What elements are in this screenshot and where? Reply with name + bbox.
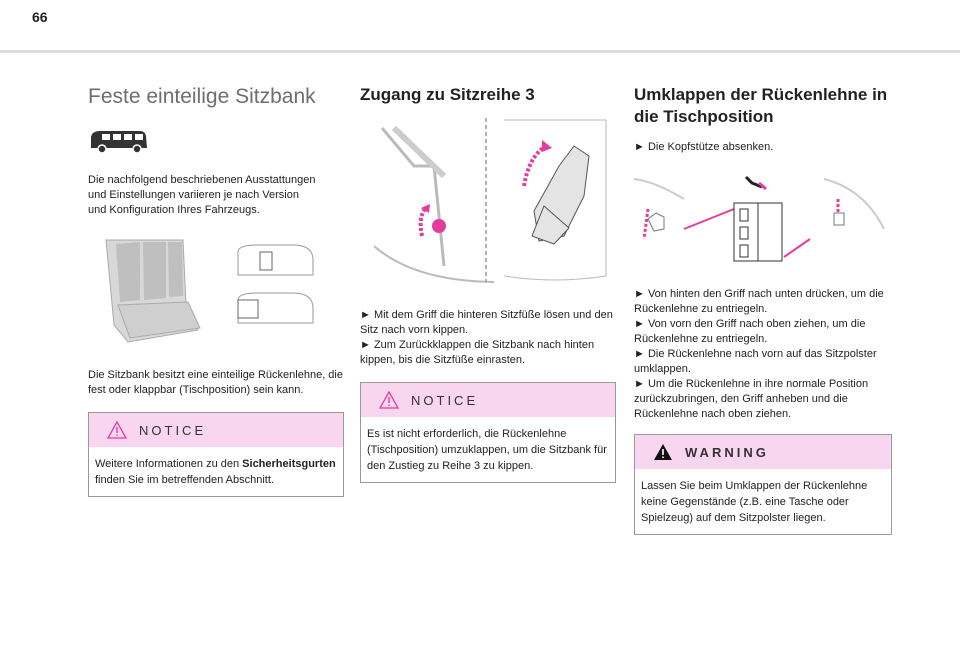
section-title-sitzbank: Feste einteilige Sitzbank: [88, 85, 316, 108]
intro-text: Die nachfolgend beschriebenen Ausstattun…: [88, 174, 316, 216]
notice-body: Es ist nicht erforderlich, die Rückenleh…: [367, 428, 607, 472]
step-front: ► Von vorn den Griff nach oben ziehen, u…: [634, 318, 866, 345]
notice-label: NOTICE: [411, 393, 479, 408]
seat-tilt-illustration: [373, 116, 614, 284]
step-2: ► Zum Zurückklappen die Sitzbank nach hi…: [360, 339, 595, 366]
warning-triangle-icon: [379, 391, 399, 409]
warning-triangle-icon: [107, 421, 127, 439]
column-3: Umklappen der Rückenlehne in die Tischpo…: [633, 84, 892, 535]
bench-description: Die Sitzbank besitzt eine einteilige Rüc…: [88, 369, 343, 396]
section-title-zugang: Zugang zu Sitzreihe 3: [360, 85, 535, 104]
section-title-umklappen-line1: Umklappen der Rückenlehne in: [634, 85, 888, 104]
page-number: 66: [32, 9, 48, 25]
notice-body: Weitere Informationen zu den Sicherheits…: [89, 447, 343, 496]
warning-label: WARNING: [685, 445, 769, 460]
bench-seat-illustration: [88, 230, 344, 348]
section-title-umklappen-line2: die Tischposition: [634, 107, 774, 126]
notice-text-end: finden Sie im betreffenden Abschnitt.: [95, 474, 274, 486]
notice-bold-text: Sicherheitsgurten: [242, 458, 336, 470]
step-1: ► Mit dem Griff die hinteren Sitzfüße lö…: [360, 309, 613, 336]
warning-filled-icon: [654, 444, 672, 460]
notice-text: Weitere Informationen zu den: [95, 458, 243, 470]
step-restore: ► Um die Rückenlehne in ihre normale Pos…: [634, 378, 869, 420]
step-headrest: ► Die Kopfstütze absenken.: [634, 141, 774, 153]
notice-header: NOTICE: [89, 413, 343, 447]
notice-header: NOTICE: [361, 383, 615, 417]
column-2: Zugang zu Sitzreihe 3 ► Mit dem Griff di…: [360, 84, 616, 483]
notice-box-1: NOTICE Weitere Informationen zu den Sich…: [88, 412, 344, 497]
backrest-fold-illustration: [633, 169, 892, 265]
notice-label: NOTICE: [139, 423, 207, 438]
column-1: Feste einteilige Sitzbank Die nachfolgen…: [88, 84, 344, 497]
header-divider: [0, 50, 960, 53]
warning-box: WARNING Lassen Sie beim Umklappen der Rü…: [634, 434, 892, 535]
step-back: ► Von hinten den Griff nach unten drücke…: [634, 288, 884, 315]
warning-body: Lassen Sie beim Umklappen der Rückenlehn…: [641, 480, 868, 524]
step-fold: ► Die Rückenlehne nach vorn auf das Sitz…: [634, 348, 877, 375]
steps-list: ► Von hinten den Griff nach unten drücke…: [634, 287, 892, 422]
notice-box-2: NOTICE Es ist nicht erforderlich, die Rü…: [360, 382, 616, 483]
van-icon: [88, 128, 344, 159]
warning-header: WARNING: [635, 435, 891, 469]
